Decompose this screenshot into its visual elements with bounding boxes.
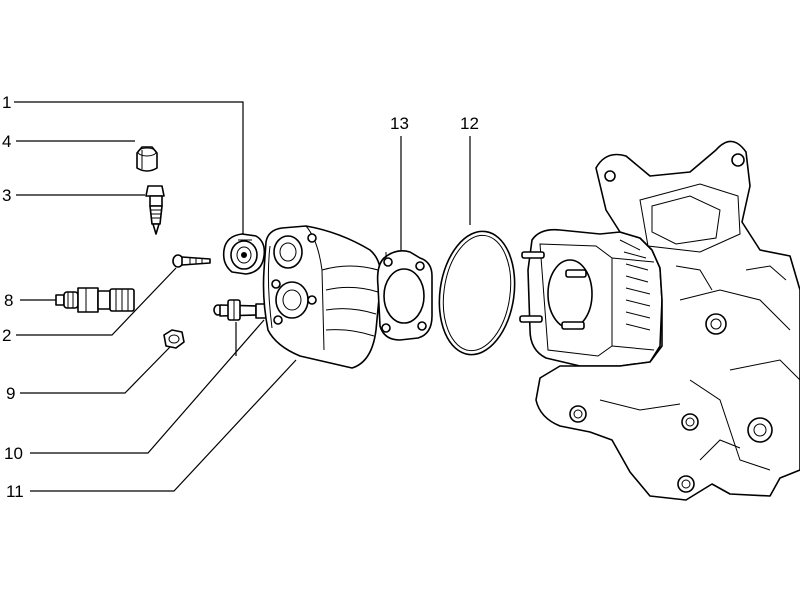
leader-line-10 — [30, 319, 265, 454]
callout-12: 12 — [460, 114, 479, 133]
callout-3: 3 — [2, 186, 11, 205]
part-head-gasket — [376, 250, 433, 341]
leader-line-1 — [14, 101, 244, 240]
leader-lines — [14, 101, 471, 492]
callout-labels: 1 4 3 8 2 9 10 11 13 12 — [2, 93, 479, 501]
callout-1: 1 — [2, 93, 11, 112]
part-cap-nut — [136, 146, 158, 172]
engine-crankcase — [519, 140, 800, 501]
leader-line-9 — [20, 346, 171, 394]
callout-10: 10 — [4, 444, 23, 463]
part-nut — [163, 329, 185, 349]
callout-13: 13 — [390, 114, 409, 133]
part-cylinder-head — [262, 225, 382, 369]
leader-line-2 — [16, 267, 177, 336]
callout-4: 4 — [2, 132, 11, 151]
callout-8: 8 — [4, 291, 13, 310]
part-temperature-sensor — [145, 185, 165, 235]
leader-line-11 — [30, 359, 297, 492]
part-thermostat-housing — [222, 233, 266, 275]
part-o-ring — [438, 230, 516, 356]
callout-11: 11 — [6, 482, 24, 501]
callout-9: 9 — [6, 384, 15, 403]
part-stud-bolt — [213, 299, 269, 321]
part-spark-plug — [55, 287, 135, 313]
callout-2: 2 — [2, 326, 11, 345]
part-screw — [172, 254, 211, 268]
